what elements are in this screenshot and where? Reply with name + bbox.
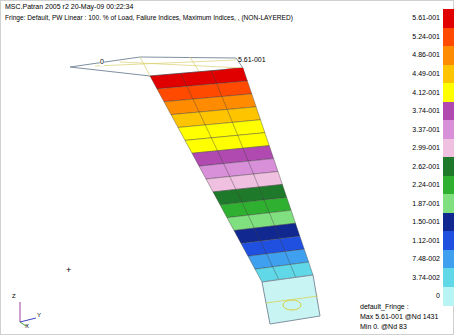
legend-value: 5.24-001 (412, 33, 440, 41)
node-label: 0 (100, 58, 104, 66)
legend-value: 3.74-002 (412, 274, 440, 282)
color-swatch (443, 9, 454, 28)
legend-value: 4.49-001 (412, 70, 440, 78)
color-swatch (443, 139, 454, 158)
legend-value: 4.12-001 (412, 89, 440, 97)
header-text: MSC.Patran 2005 r2 20-May-09 00:22:34 (5, 3, 133, 11)
color-swatch (443, 250, 454, 269)
header-text: Fringe: Default, PW Linear : 100. % of L… (5, 14, 293, 21)
origin-mark: + (66, 266, 71, 276)
color-swatch (443, 287, 454, 306)
axis-label: Y (37, 312, 41, 319)
legend-value: 2.62-001 (412, 163, 440, 171)
fringe-info: Min 0. @Nd 83 (360, 323, 407, 331)
color-swatch (443, 28, 454, 47)
legend-value: 3.37-001 (412, 126, 440, 134)
legend-value: 2.24-001 (412, 181, 440, 189)
legend-value: 0 (436, 292, 440, 300)
color-swatch (443, 46, 454, 65)
color-swatch (443, 231, 454, 250)
legend-value: 4.86-001 (412, 51, 440, 59)
legend-value: 2.99-001 (412, 144, 440, 152)
fringe-info: default_Fringe : (360, 303, 409, 311)
axis-label: X (25, 323, 29, 330)
legend-value: 3.74-001 (412, 107, 440, 115)
axis-triad (20, 302, 36, 326)
legend-value: 1.12-001 (412, 237, 440, 245)
color-swatch (443, 102, 454, 121)
color-swatch (443, 120, 454, 139)
color-swatch (443, 268, 454, 287)
fringe-info: Max 5.61-001 @Nd 1431 (360, 313, 438, 321)
color-swatch (443, 65, 454, 84)
max-label: 5.61-001 (238, 56, 266, 64)
max-region (225, 68, 246, 80)
legend-value: 1.87-001 (412, 200, 440, 208)
color-swatch (443, 194, 454, 213)
fem-model (70, 57, 320, 324)
color-swatch (443, 176, 454, 195)
legend-value: 1.50-001 (412, 218, 440, 226)
bottom-flange (262, 275, 320, 324)
color-swatch (443, 213, 454, 232)
legend-value: 5.61-001 (412, 14, 440, 22)
color-swatch (443, 83, 454, 102)
color-swatch (443, 157, 454, 176)
axis-label: Z (12, 293, 16, 300)
legend-value: 7.48-002 (412, 255, 440, 263)
